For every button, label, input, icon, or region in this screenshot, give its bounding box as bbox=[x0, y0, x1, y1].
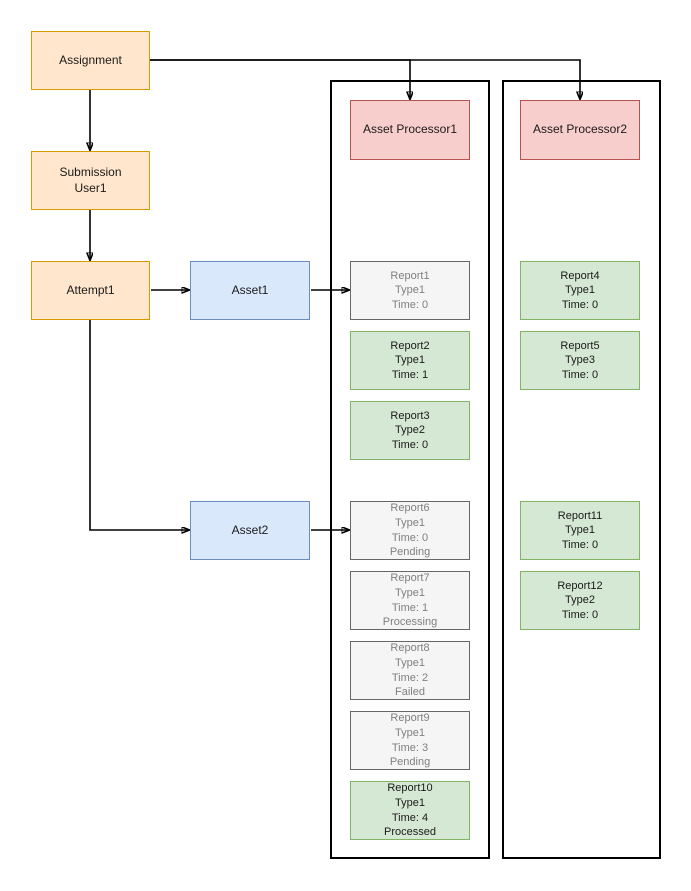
report-text: Report5 Type3 Time: 0 bbox=[560, 339, 600, 381]
node-report8[interactable]: Report8 Type1 Time: 2 Failed bbox=[350, 641, 470, 700]
report-text: Report4 Type1 Time: 0 bbox=[560, 269, 600, 311]
node-submission[interactable]: Submission User1 bbox=[31, 151, 150, 210]
node-report10[interactable]: Report10 Type1 Time: 4 Processed bbox=[350, 781, 470, 840]
report-text: Report3 Type2 Time: 0 bbox=[390, 409, 430, 451]
edge-attempt-asset2 bbox=[89, 320, 189, 530]
node-report3[interactable]: Report3 Type2 Time: 0 bbox=[350, 401, 470, 460]
report-text: Report2 Type1 Time: 1 bbox=[390, 339, 430, 381]
processor2-panel bbox=[502, 80, 661, 859]
report-text: Report12 Type2 Time: 0 bbox=[557, 579, 603, 621]
node-report11[interactable]: Report11 Type1 Time: 0 bbox=[520, 501, 640, 560]
node-report5[interactable]: Report5 Type3 Time: 0 bbox=[520, 331, 640, 390]
report-text: Report1 Type1 Time: 0 bbox=[390, 269, 430, 311]
report-text: Report11 Type1 Time: 0 bbox=[557, 509, 603, 551]
node-report7[interactable]: Report7 Type1 Time: 1 Processing bbox=[350, 571, 470, 630]
report-text: Report8 Type1 Time: 2 Failed bbox=[390, 642, 430, 699]
node-report1[interactable]: Report1 Type1 Time: 0 bbox=[350, 261, 470, 320]
node-asset2[interactable]: Asset2 bbox=[190, 501, 310, 560]
report-text: Report7 Type1 Time: 1 Processing bbox=[382, 572, 438, 629]
report-text: Report9 Type1 Time: 3 Pending bbox=[389, 712, 431, 769]
node-asset-processor1[interactable]: Asset Processor1 bbox=[350, 100, 470, 160]
node-asset-processor2[interactable]: Asset Processor2 bbox=[520, 100, 640, 160]
report-text: Report10 Type1 Time: 4 Processed bbox=[384, 782, 436, 839]
node-report4[interactable]: Report4 Type1 Time: 0 bbox=[520, 261, 640, 320]
report-text: Report6 Type1 Time: 0 Pending bbox=[389, 502, 431, 559]
node-assignment[interactable]: Assignment bbox=[31, 31, 150, 90]
node-asset1[interactable]: Asset1 bbox=[190, 261, 310, 320]
node-report12[interactable]: Report12 Type2 Time: 0 bbox=[520, 571, 640, 630]
node-report2[interactable]: Report2 Type1 Time: 1 bbox=[350, 331, 470, 390]
node-report6[interactable]: Report6 Type1 Time: 0 Pending bbox=[350, 501, 470, 560]
node-attempt1[interactable]: Attempt1 bbox=[31, 261, 150, 320]
node-report9[interactable]: Report9 Type1 Time: 3 Pending bbox=[350, 711, 470, 770]
